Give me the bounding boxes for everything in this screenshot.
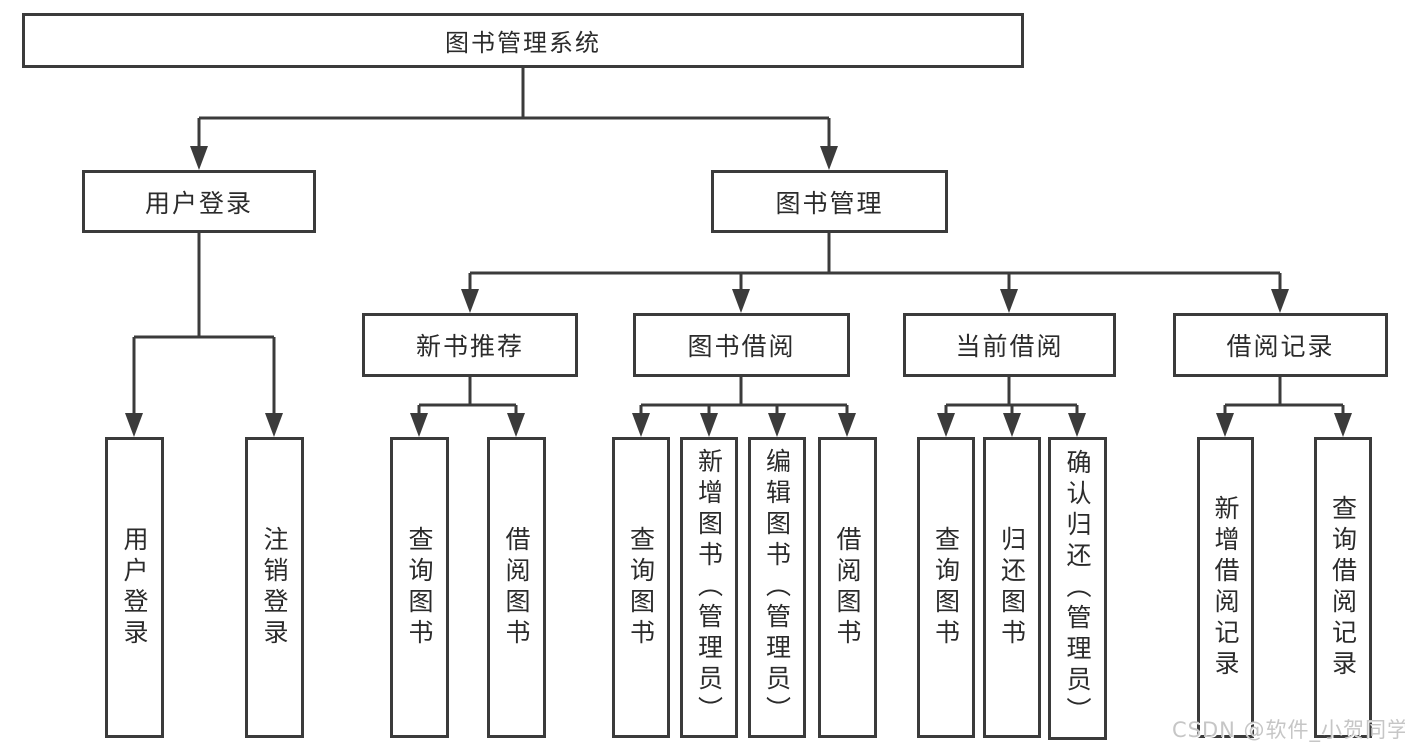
node-current-borrow: 当前借阅 [903, 313, 1116, 377]
node-book-management: 图书管理 [711, 170, 948, 233]
node-current-borrow-label: 当前借阅 [955, 332, 1064, 361]
node-root: 图书管理系统 [22, 13, 1024, 68]
leaf-add-book-admin: 新增图书（管理员） [680, 437, 738, 738]
leaf-add-book-admin-label: 新增图书（管理员） [694, 448, 724, 727]
leaf-borrow-books-1-label: 借阅图书 [502, 525, 531, 650]
leaf-logout: 注销登录 [245, 437, 304, 738]
leaf-query-borrow-record: 查询借阅记录 [1314, 437, 1372, 738]
leaf-return-book-label: 归还图书 [997, 525, 1027, 650]
node-root-label: 图书管理系统 [445, 29, 601, 57]
leaf-edit-book-admin: 编辑图书（管理员） [748, 437, 806, 738]
leaf-query-books-1: 查询图书 [390, 437, 449, 738]
leaf-borrow-books-2-label: 借阅图书 [833, 525, 862, 650]
node-new-book-recommend-label: 新书推荐 [415, 332, 524, 361]
leaf-add-borrow-record: 新增借阅记录 [1197, 437, 1254, 738]
leaf-query-books-2: 查询图书 [612, 437, 670, 738]
node-book-borrow-label: 图书借阅 [687, 332, 796, 361]
leaf-logout-label: 注销登录 [260, 525, 289, 650]
leaf-query-books-3: 查询图书 [917, 437, 975, 738]
node-new-book-recommend: 新书推荐 [362, 313, 578, 377]
leaf-add-borrow-record-label: 新增借阅记录 [1211, 494, 1240, 681]
leaf-return-book: 归还图书 [983, 437, 1041, 738]
node-borrow-records-label: 借阅记录 [1226, 332, 1335, 361]
leaf-confirm-return-admin: 确认归还（管理员） [1048, 437, 1107, 740]
csdn-watermark: CSDN @软件_小贺同学 [1172, 718, 1405, 742]
node-user-login-branch: 用户登录 [82, 170, 316, 233]
leaf-user-login: 用户登录 [105, 437, 164, 738]
node-book-borrow: 图书借阅 [633, 313, 850, 377]
node-user-login-branch-label: 用户登录 [144, 188, 253, 218]
leaf-borrow-books-1: 借阅图书 [487, 437, 546, 738]
leaf-query-books-3-label: 查询图书 [931, 525, 961, 650]
leaf-query-borrow-record-label: 查询借阅记录 [1328, 494, 1358, 681]
leaf-user-login-label: 用户登录 [120, 525, 149, 650]
leaf-borrow-books-2: 借阅图书 [818, 437, 877, 738]
node-book-management-label: 图书管理 [775, 188, 884, 218]
leaf-query-books-2-label: 查询图书 [626, 525, 656, 650]
leaf-confirm-return-admin-label: 确认归还（管理员） [1063, 449, 1092, 728]
leaf-query-books-1-label: 查询图书 [405, 525, 434, 650]
leaf-edit-book-admin-label: 编辑图书（管理员） [762, 448, 792, 727]
node-borrow-records: 借阅记录 [1173, 313, 1388, 377]
